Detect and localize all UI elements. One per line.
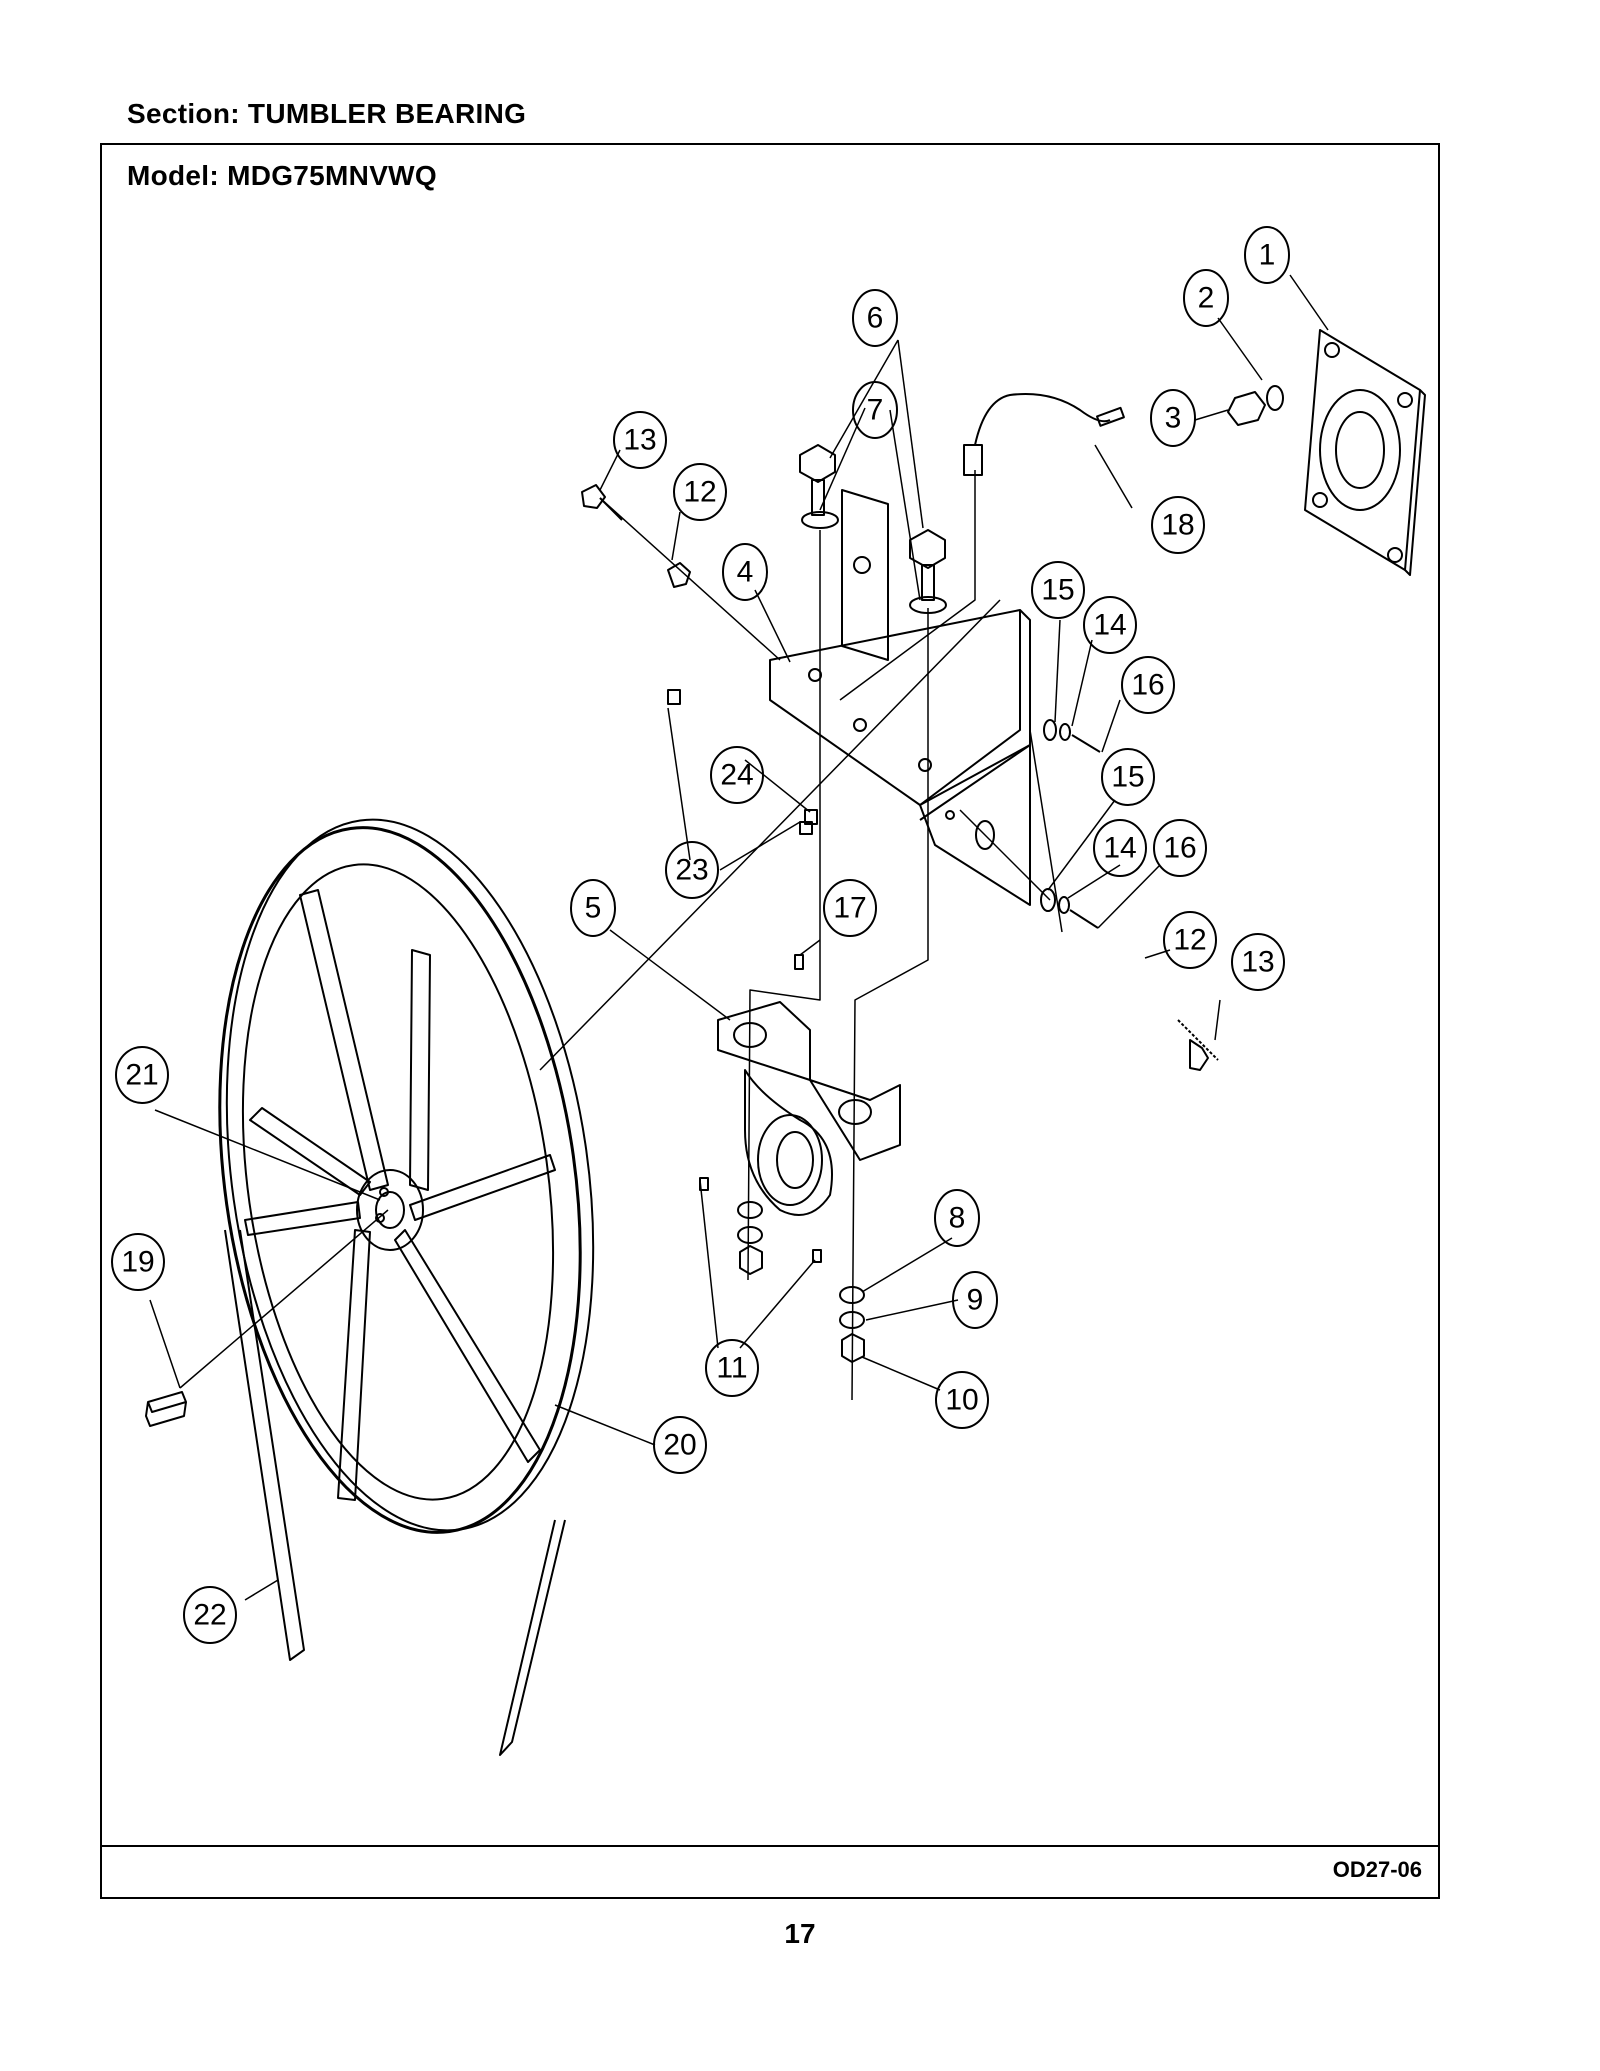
bolts-and-washers-top: [799, 444, 947, 614]
assembly-lines: [179, 470, 1063, 1401]
callout-3: 3: [1165, 402, 1182, 435]
upper-bracket: [769, 489, 1031, 906]
callout-8: 8: [949, 1202, 966, 1235]
callout-14-lower: 14: [1103, 832, 1136, 865]
callout-11: 11: [716, 1352, 747, 1385]
leader-lines: [149, 274, 1329, 1601]
callout-12-top: 12: [683, 476, 716, 509]
hex-nut-and-washer: [1227, 385, 1284, 426]
right-hardware: [1040, 719, 1101, 929]
set-screws: [667, 689, 818, 835]
callout-5: 5: [585, 892, 602, 925]
flange-bearing: [1304, 329, 1426, 576]
callout-21: 21: [125, 1059, 158, 1092]
pulley-wheel: [218, 818, 595, 1534]
callout-24: 24: [720, 759, 753, 792]
callout-12-right: 12: [1173, 924, 1206, 957]
callout-6: 6: [867, 302, 884, 335]
callout-10: 10: [945, 1384, 978, 1417]
callout-20: 20: [663, 1429, 696, 1462]
callout-9: 9: [967, 1284, 984, 1317]
callout-1: 1: [1259, 239, 1276, 272]
callout-balloons: [111, 226, 1290, 1644]
callout-4: 4: [737, 556, 754, 589]
pillow-block-bearing: [717, 1001, 901, 1216]
callout-2: 2: [1198, 282, 1215, 315]
callout-19: 19: [121, 1246, 154, 1279]
section-title: Section: TUMBLER BEARING: [127, 98, 527, 129]
callout-22: 22: [193, 1599, 226, 1632]
drive-belt: [224, 1229, 566, 1756]
callout-16-top: 16: [1131, 669, 1164, 702]
key-part: [145, 1391, 187, 1427]
callout-23: 23: [675, 854, 708, 887]
callout-16-lower: 16: [1163, 832, 1196, 865]
diagram-frame: [100, 143, 1440, 1899]
callout-numbers: 1 2 3 4 5 6 7 8 9 10 11 12 12 13 13 14 1…: [121, 239, 1275, 1632]
callout-13-top: 13: [623, 424, 656, 457]
footer-divider: [100, 1845, 1440, 1847]
callout-13-right: 13: [1241, 946, 1274, 979]
drawing-code: OD27-06: [1332, 1857, 1422, 1882]
callout-14-top: 14: [1093, 609, 1126, 642]
callout-18: 18: [1161, 509, 1194, 542]
callout-17: 17: [833, 892, 866, 925]
callout-7: 7: [867, 394, 884, 427]
callout-15-top: 15: [1041, 574, 1074, 607]
sensor-cable: [963, 393, 1125, 476]
callout-15-lower: 15: [1111, 761, 1144, 794]
model-title: Model: MDG75MNVWQ: [127, 160, 437, 191]
page-number: 17: [784, 1918, 816, 1949]
